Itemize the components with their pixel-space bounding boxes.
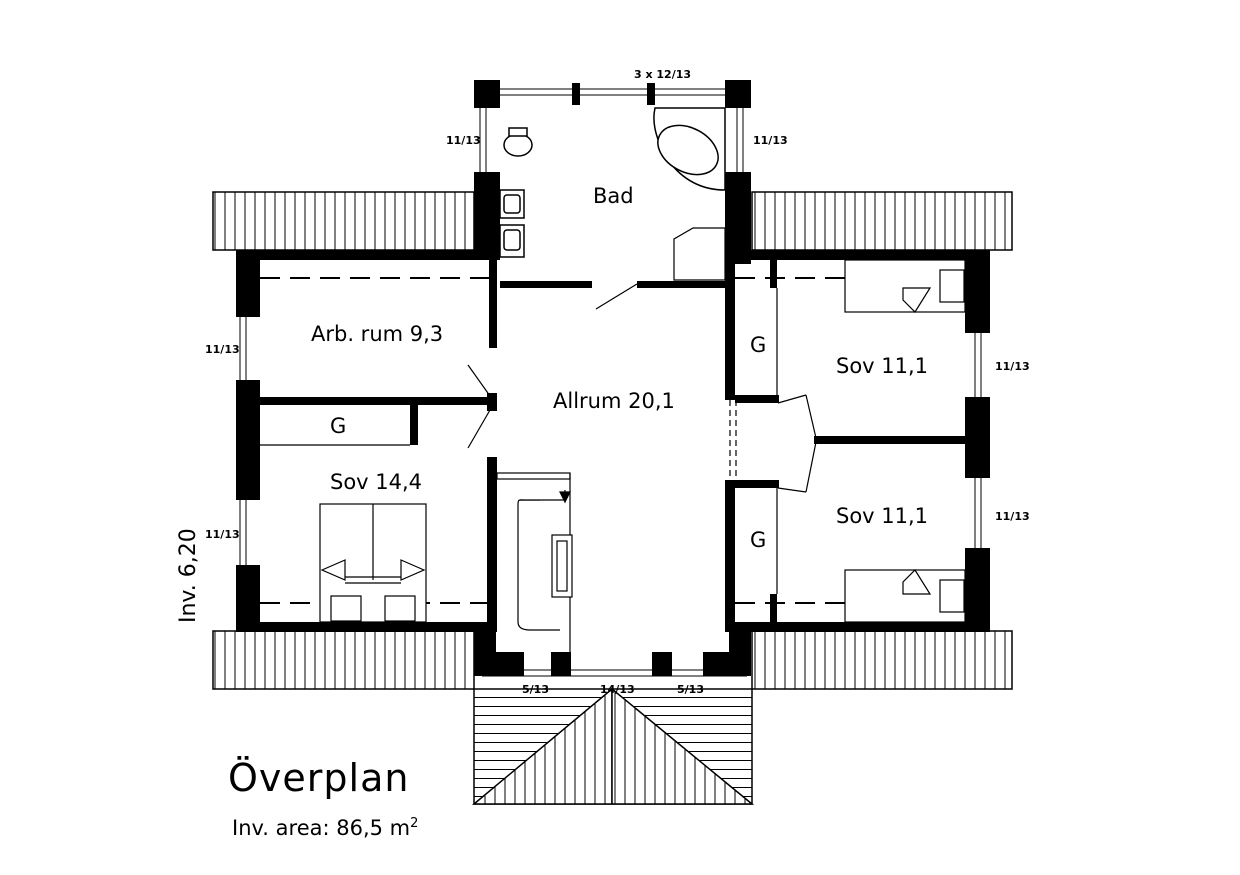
bath-fixtures — [499, 107, 726, 258]
closet-label-right-top: G — [750, 333, 766, 357]
window-glazing — [239, 88, 982, 677]
window-label-bad-right: 11/13 — [753, 134, 788, 147]
window-label-right-upper: 11/13 — [995, 360, 1030, 373]
closet-label-right-bottom: G — [750, 528, 766, 552]
plan-area-superscript: 2 — [410, 816, 419, 831]
room-label-allrum: Allrum 20,1 — [553, 389, 675, 413]
closet-label-left: G — [330, 414, 346, 438]
plan-area-text: Inv. area: 86,5 m — [232, 816, 411, 840]
plan-title: Överplan — [228, 756, 410, 800]
walls — [236, 80, 990, 676]
window-label-left-lower: 11/13 — [205, 528, 240, 541]
room-label-sov-right-top: Sov 11,1 — [836, 354, 928, 378]
window-label-right-lower: 11/13 — [995, 510, 1030, 523]
window-label-top: 3 x 12/13 — [634, 68, 691, 81]
room-label-sov-left: Sov 14,4 — [330, 470, 422, 494]
window-labels: 3 x 12/13 11/13 11/13 11/13 11/13 11/13 … — [205, 68, 1030, 696]
window-label-bad-left: 11/13 — [446, 134, 481, 147]
window-label-front-center: 14/13 — [600, 683, 635, 696]
toilet-icon — [503, 133, 533, 157]
window-label-front-left: 5/13 — [522, 683, 549, 696]
plan-area: Inv. area: 86,5 m2 — [232, 816, 418, 840]
room-label-bad: Bad — [593, 184, 634, 208]
window-label-left-upper: 11/13 — [205, 343, 240, 356]
room-label-arb-rum: Arb. rum 9,3 — [311, 322, 443, 346]
room-label-sov-right-bottom: Sov 11,1 — [836, 504, 928, 528]
room-labels: Bad Arb. rum 9,3 Allrum 20,1 Sov 14,4 So… — [311, 184, 928, 552]
width-dimension-label: Inv. 6,20 — [176, 528, 201, 623]
bedroom-furniture — [319, 259, 966, 652]
entrance-roof — [471, 687, 755, 805]
window-label-front-right: 5/13 — [677, 683, 704, 696]
